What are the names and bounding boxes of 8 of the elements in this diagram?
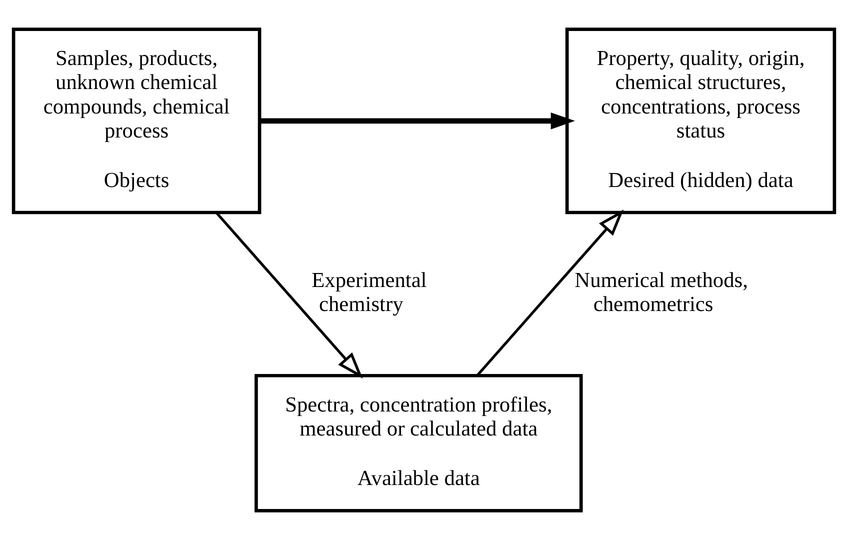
- node-box: Samples, products, unknown chemical compounds, chemical process Objects: [12, 28, 262, 214]
- edge-label: Numerical methods, chemometrics: [574, 268, 748, 316]
- arrow: [476, 210, 624, 376]
- node-box: Spectra, concentration profiles, measured or calculated data Available data: [254, 374, 583, 512]
- edge-label: Experimental chemistry: [312, 268, 427, 316]
- arrow: [260, 112, 575, 130]
- arrow: [215, 212, 363, 379]
- node-box: Property, quality, origin, chemical structures, concentrations, process status Desired (hidden) data: [565, 28, 836, 214]
